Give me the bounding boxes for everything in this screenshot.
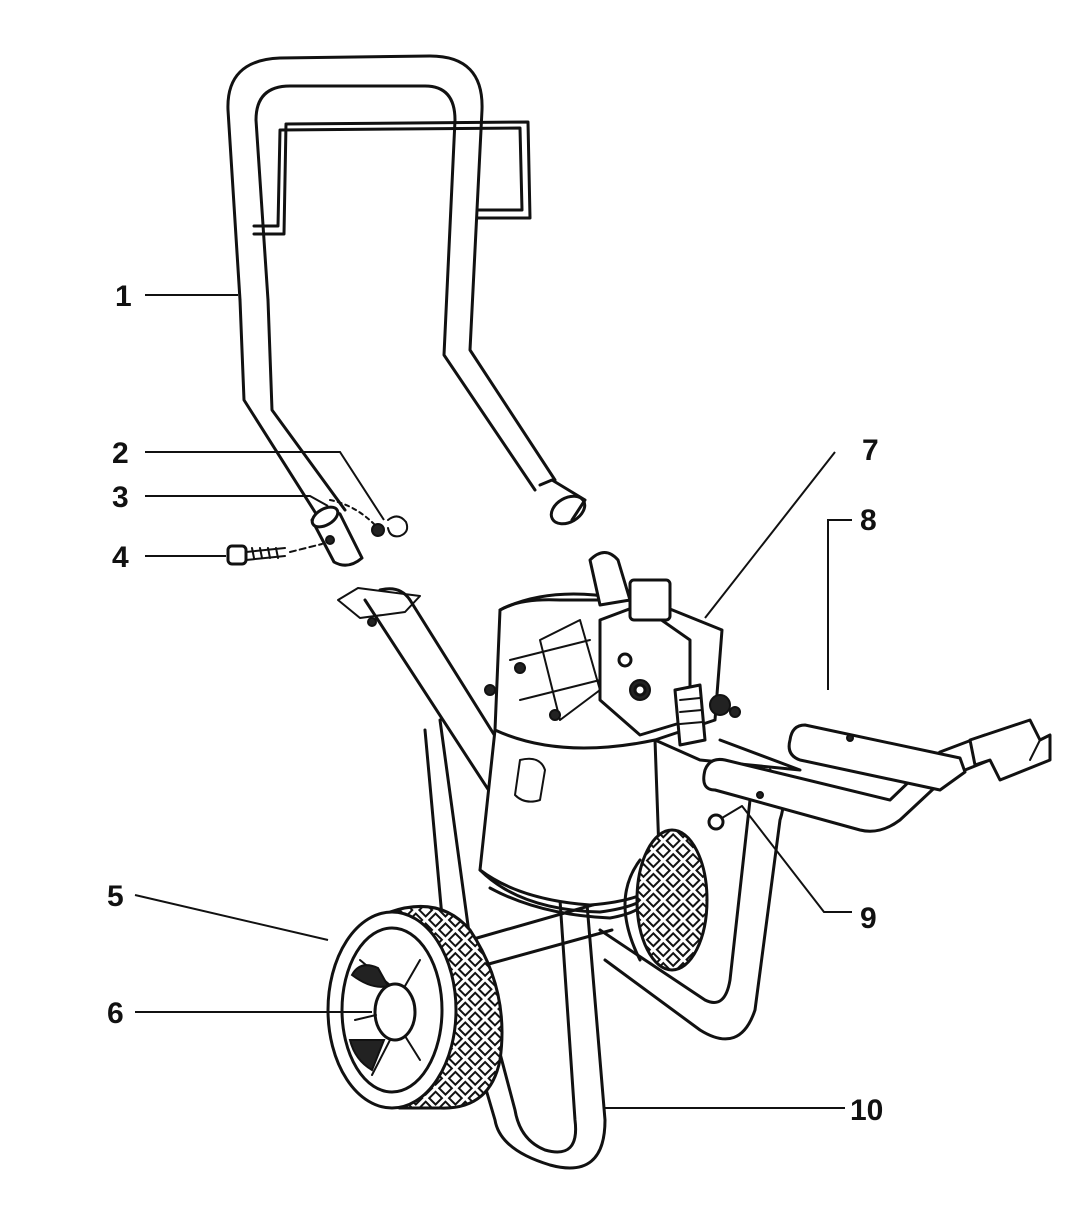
callout-10: 10 [850,1094,883,1127]
leader-line-8 [827,519,852,690]
upper-handle [226,54,587,526]
leader-line-2 [145,451,385,521]
callout-numbers: 1 2 3 4 5 6 7 8 9 10 [107,280,883,1127]
leader-line-3 [145,495,329,507]
callout-7: 7 [862,434,879,467]
leader-line-7 [704,451,836,619]
callout-5: 5 [107,880,124,913]
callout-9: 9 [860,902,877,935]
front-wheel [326,904,504,1110]
sleeve-assembly [226,499,409,567]
leader-line-5 [134,894,329,941]
callout-8: 8 [860,504,877,537]
callout-4: 4 [112,541,129,574]
leader-lines [134,294,852,1109]
callout-6: 6 [107,997,124,1030]
callout-3: 3 [112,481,129,514]
lower-frame [337,587,785,1170]
callout-2: 2 [112,437,129,470]
pump-body [478,551,802,920]
cross-bar [702,718,1052,833]
rear-wheel [623,828,709,972]
leader-line-9 [741,805,852,913]
callout-1: 1 [115,280,132,313]
frame-bolt [707,805,743,831]
